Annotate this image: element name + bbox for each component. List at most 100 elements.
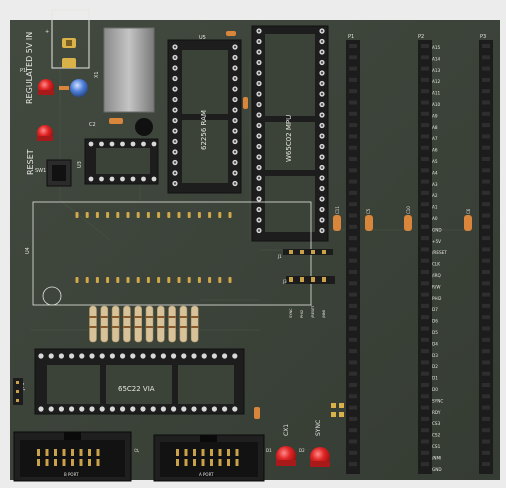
bus-header-pin — [349, 55, 357, 60]
ram-pin-hole — [173, 98, 177, 101]
u3-pin — [120, 176, 125, 182]
u4-pin — [208, 277, 212, 283]
ram-pin-hole — [233, 129, 237, 133]
via-pin — [171, 406, 177, 412]
cpu-pin-hole — [320, 71, 324, 75]
cpu-pin-hole — [320, 166, 324, 169]
u4-pin — [197, 277, 201, 283]
cpu-pin-hole — [320, 229, 324, 232]
u4-pin — [218, 212, 222, 218]
reset-switch-cap — [52, 165, 66, 181]
cpu-pin-hole — [257, 208, 261, 211]
resistor-band — [191, 316, 199, 318]
via-pin — [79, 353, 85, 359]
ram-pin-hole — [173, 66, 177, 70]
cpu-pin-hole — [320, 50, 324, 54]
led-cx1-label: CX1 — [283, 424, 290, 436]
reset-led — [37, 125, 53, 141]
bus-header-pin — [349, 134, 357, 139]
bus-header-pin — [482, 66, 490, 71]
u3-pin — [88, 141, 94, 147]
bus-header-pin — [482, 247, 490, 252]
via-pin — [120, 353, 126, 359]
via-pin — [232, 353, 238, 359]
resistor — [89, 305, 97, 343]
ram-pin-hole — [233, 161, 237, 164]
bus-header-pin — [482, 157, 490, 161]
jumper-label: /RESET — [311, 304, 315, 318]
bus-label: A14 — [432, 56, 441, 61]
via-pin — [160, 406, 166, 412]
u4-pin — [177, 277, 181, 283]
a-port-pin — [235, 459, 239, 466]
bus-header-pin — [349, 123, 357, 128]
bus-label: A4 — [432, 170, 438, 175]
a-port-pin — [193, 459, 196, 466]
p3-ref: P3 — [480, 34, 486, 40]
j2-ref: J2 — [134, 448, 139, 453]
bus-header-pin — [421, 44, 429, 48]
u4-pin — [95, 212, 99, 218]
bus-labels: A15A14A13A12A11A10A9A8A7A6A5A4A3A2A1A0GN… — [432, 45, 447, 472]
resistor-band — [89, 326, 97, 328]
via-pin — [150, 353, 156, 359]
via-pin — [120, 406, 126, 412]
ram-socket — [167, 39, 242, 194]
ram-pin-hole — [233, 171, 237, 175]
led-d2-ref: D2 — [299, 448, 305, 453]
reset-label: RESET — [26, 149, 35, 175]
u4-pin — [146, 277, 150, 283]
bus-header-pin — [349, 281, 357, 286]
p1-small-ref: P1 — [20, 68, 26, 74]
bus-header-pin — [349, 360, 357, 365]
bus-header-pin — [349, 111, 357, 116]
via-pin — [69, 353, 75, 359]
cpu-pin-hole — [257, 166, 261, 169]
via-pin — [160, 353, 166, 359]
via-pin — [48, 406, 54, 412]
via-pin — [232, 406, 238, 412]
c2-ref: C2 — [89, 122, 96, 128]
via-pin — [48, 353, 54, 359]
cpu-pin-hole — [320, 92, 324, 96]
u3-pin — [88, 176, 94, 182]
resistor-band — [134, 316, 142, 318]
j1-ref: J1 — [277, 254, 282, 259]
via-pin — [201, 406, 207, 412]
bus-header-pin — [349, 337, 357, 342]
crystal-x1 — [103, 27, 155, 113]
u3-pin — [141, 141, 146, 147]
bus-header-pin — [421, 281, 429, 286]
bus-header-pin — [421, 360, 429, 365]
via-pin — [109, 406, 115, 412]
bus-header-pin — [421, 55, 429, 60]
ram-pin-hole — [233, 87, 237, 91]
a-port-pin — [235, 449, 239, 456]
pad-b — [339, 403, 344, 408]
via-pin — [222, 353, 228, 359]
bus-label: /IRQ — [432, 273, 442, 278]
u4-pin — [106, 212, 110, 218]
a-port-pin — [176, 459, 179, 466]
cpu-pin-hole — [320, 103, 324, 106]
cpu-pin-hole — [320, 29, 324, 33]
bus-label: D2 — [432, 364, 438, 369]
b-port-connector — [13, 431, 132, 482]
resistor — [168, 305, 176, 343]
resistor-band — [157, 316, 165, 318]
bus-header-pin — [421, 179, 429, 184]
cpu-pin-hole — [257, 40, 261, 43]
bus-header-pin — [349, 270, 357, 274]
bus-header-pin — [349, 213, 357, 218]
u4-pin — [85, 212, 89, 218]
via-pin — [181, 406, 187, 412]
bus-header-pin — [421, 371, 429, 376]
via-pin — [140, 353, 146, 359]
bus-header-pin — [482, 224, 490, 229]
bus-header-pin — [421, 168, 429, 173]
bus-label: A10 — [432, 102, 441, 107]
bus-label: A12 — [432, 79, 441, 84]
ram-pin-hole — [233, 56, 237, 59]
a-port-pin — [210, 459, 213, 466]
